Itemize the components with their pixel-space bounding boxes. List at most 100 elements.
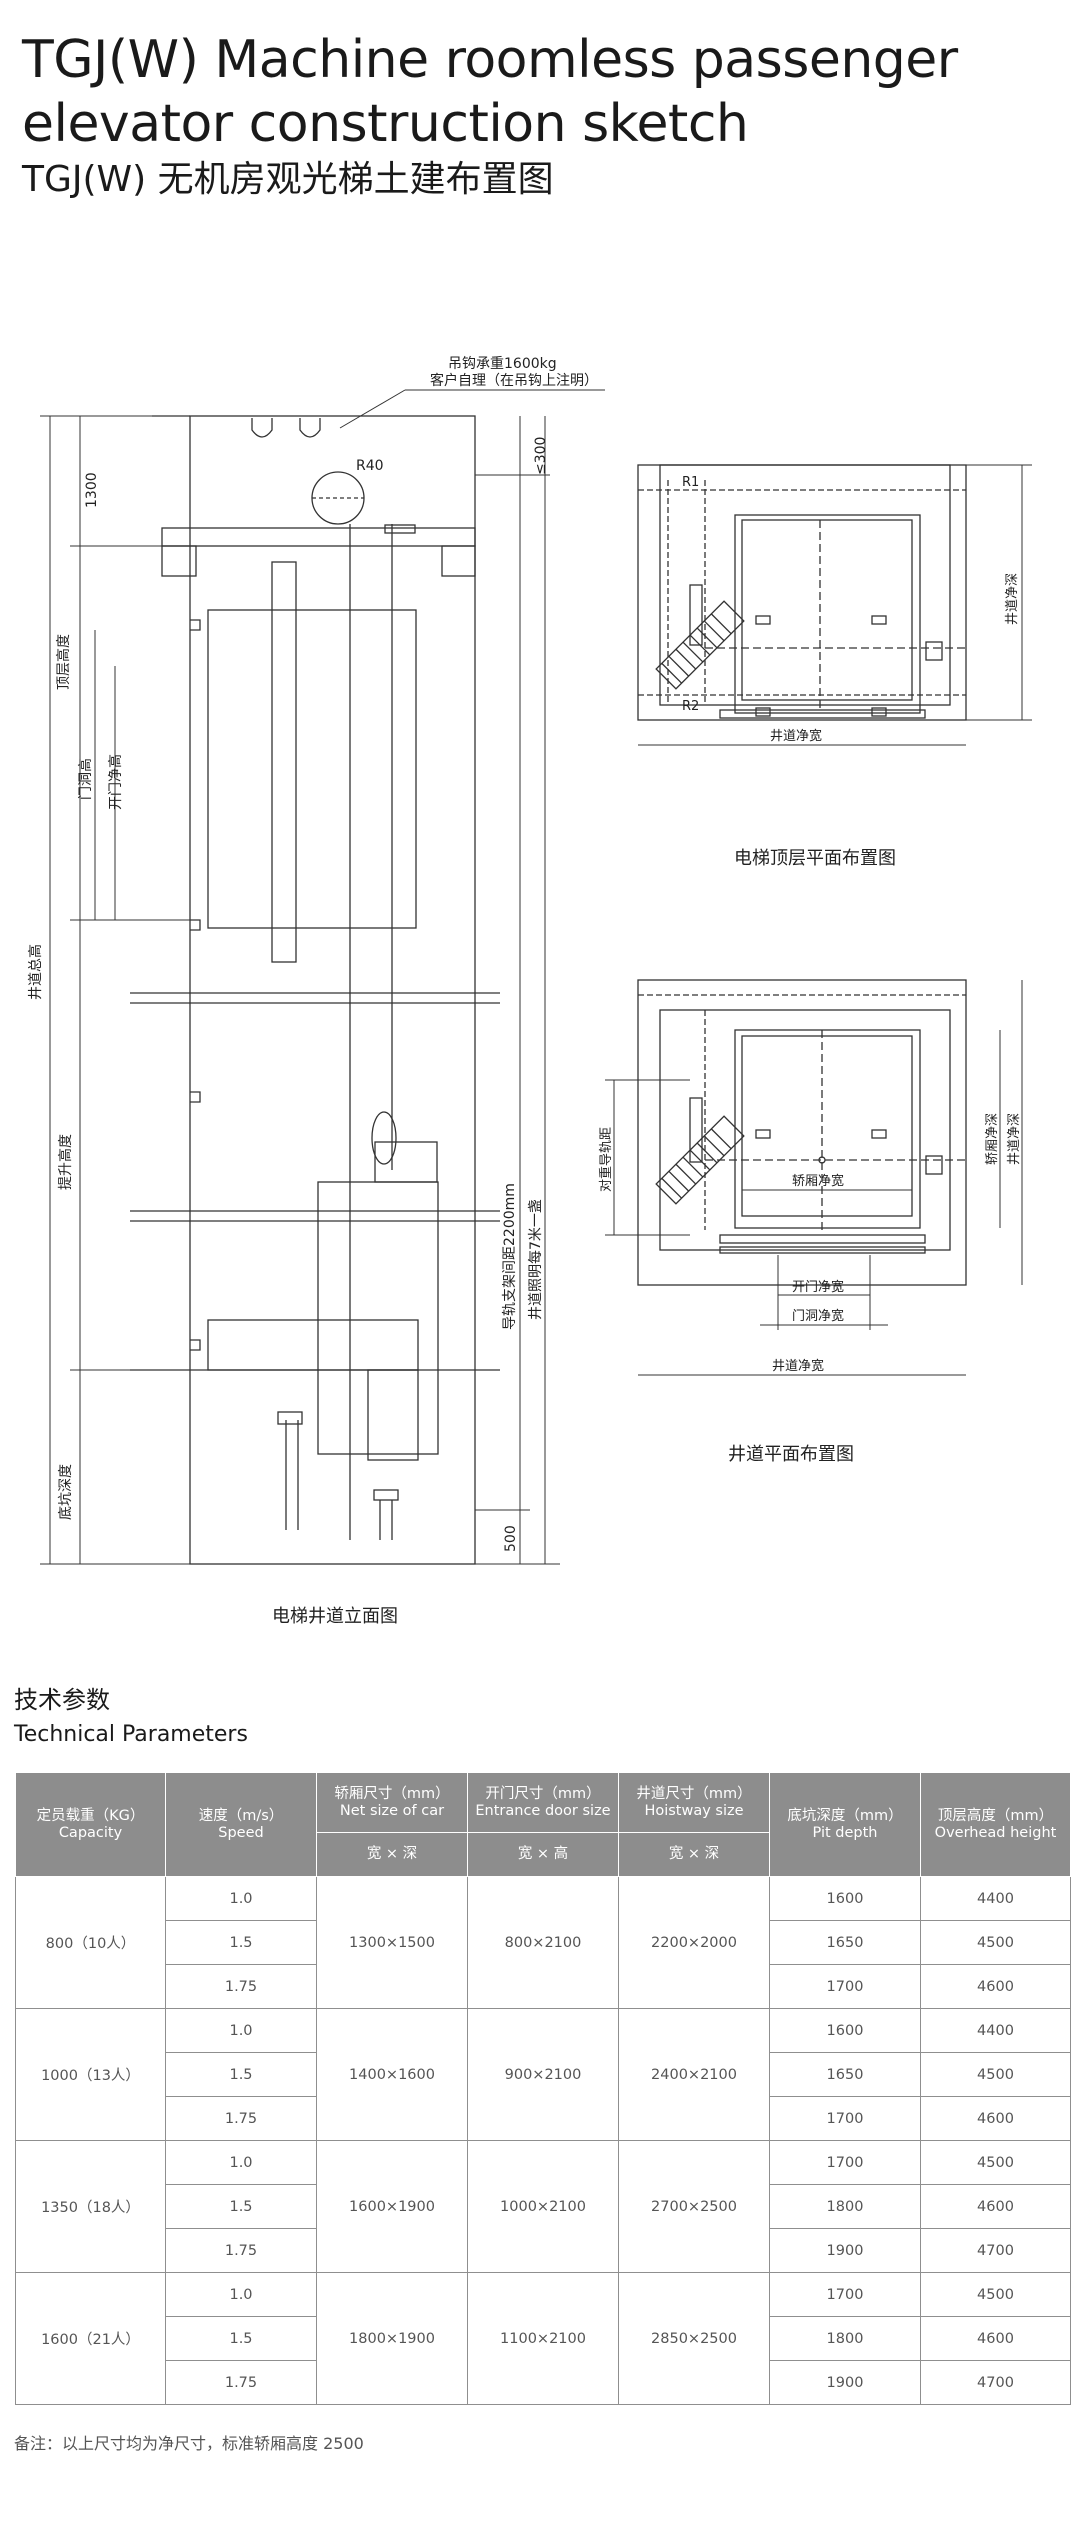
header-speed-cn: 速度（m/s）: [198, 1807, 284, 1824]
dim-500: 500: [503, 1525, 519, 1552]
shaft-plan-door-opening-width: 门洞净宽: [792, 1308, 844, 1324]
header-pit-cn: 底坑深度（mm）: [787, 1807, 903, 1824]
shaft-plan-caption: 井道平面布置图: [728, 1444, 854, 1465]
speed-cell: 1.0: [165, 1876, 317, 1921]
hook-note-line2: 客户自理（在吊钩上注明）: [430, 372, 598, 389]
label-door-clear-height: 开门净高: [107, 754, 124, 810]
technical-parameters-table: 定员载重（KG） Capacity 速度（m/s） Speed 轿厢尺寸（mm）…: [15, 1772, 1071, 2405]
page-title: TGJ(W) Machine roomless passenger elevat…: [22, 28, 958, 156]
header-capacity-cn: 定员载重（KG）: [36, 1807, 145, 1824]
elevation-drawing: [40, 389, 605, 1565]
params-heading-cn: 技术参数: [14, 1686, 110, 1714]
speed-cell: 1.5: [165, 2316, 317, 2361]
car-size-cell: 1600×1900: [316, 2140, 468, 2273]
title-en-line2: elevator construction sketch: [22, 94, 749, 154]
overhead-height-cell: 4600: [920, 2096, 1071, 2141]
capacity-cell: 800（10人）: [15, 1876, 166, 2009]
elevation-labels: 吊钩承重1600kg 客户自理（在吊钩上注明） R40 1300 ≤300 顶层…: [27, 356, 598, 1627]
dim-1300: 1300: [84, 472, 100, 508]
speed-cell: 1.5: [165, 2184, 317, 2229]
header-pit-en: Pit depth: [812, 1824, 878, 1841]
label-travel-height: 提升高度: [57, 1134, 74, 1190]
dim-le300: ≤300: [533, 437, 549, 475]
overhead-height-cell: 4700: [920, 2360, 1071, 2405]
header-door-en: Entrance door size: [475, 1802, 611, 1819]
pit-depth-cell: 1700: [769, 2272, 921, 2317]
overhead-height-cell: 4500: [920, 2052, 1071, 2097]
pit-depth-cell: 1600: [769, 1876, 921, 1921]
label-door-opening-height: 门洞高: [77, 758, 94, 800]
label-r2: R2: [682, 699, 699, 714]
shaft-plan-car-depth: 轿厢净深: [985, 1113, 1000, 1165]
label-top-height: 顶层高度: [55, 634, 72, 690]
page-title-cn: TGJ(W) 无机房观光梯土建布置图: [22, 159, 554, 200]
overhead-height-cell: 4400: [920, 2008, 1071, 2053]
pit-depth-cell: 1650: [769, 1920, 921, 1965]
title-en-line1: TGJ(W) Machine roomless passenger: [22, 30, 958, 90]
pit-depth-cell: 1600: [769, 2008, 921, 2053]
header-car-en: Net size of car: [339, 1802, 445, 1819]
header-capacity: 定员载重（KG） Capacity: [15, 1772, 166, 1877]
shaft-plan-labels: 对重导轨距 轿厢净深 井道净深 轿厢净宽 开门净宽 门洞净宽 井道净宽 井道平面…: [598, 1113, 1022, 1465]
capacity-cell: 1350（18人）: [15, 2140, 166, 2273]
header-hoistway-cn: 井道尺寸（mm）: [636, 1785, 752, 1802]
header-speed: 速度（m/s） Speed: [165, 1772, 317, 1877]
overhead-height-cell: 4400: [920, 1876, 1071, 1921]
header-door: 开门尺寸（mm） Entrance door size: [467, 1772, 619, 1833]
overhead-height-cell: 4500: [920, 2140, 1071, 2185]
capacity-cell: 1600（21人）: [15, 2272, 166, 2405]
speed-cell: 1.75: [165, 1964, 317, 2009]
header-car-cn: 轿厢尺寸（mm）: [334, 1785, 450, 1802]
speed-cell: 1.0: [165, 2140, 317, 2185]
shaft-plan-door-clear-width: 开门净宽: [792, 1279, 844, 1295]
top-plan-labels: R1 R2 井道净深 井道净宽 电梯顶层平面布置图: [682, 475, 1020, 869]
pit-depth-cell: 1650: [769, 2052, 921, 2097]
header-overhead-cn: 顶层高度（mm）: [937, 1807, 1054, 1824]
top-plan-shaft-width: 井道净宽: [770, 728, 822, 744]
pit-depth-cell: 1700: [769, 1964, 921, 2009]
overhead-height-cell: 4600: [920, 2316, 1071, 2361]
overhead-height-cell: 4600: [920, 1964, 1071, 2009]
hoistway-size-cell: 2400×2100: [618, 2008, 770, 2141]
header-car: 轿厢尺寸（mm） Net size of car: [316, 1772, 468, 1833]
pit-depth-cell: 1700: [769, 2140, 921, 2185]
speed-cell: 1.75: [165, 2360, 317, 2405]
door-size-cell: 800×2100: [467, 1876, 619, 2009]
speed-cell: 1.0: [165, 2272, 317, 2317]
header-hoistway: 井道尺寸（mm） Hoistway size: [618, 1772, 770, 1833]
overhead-height-cell: 4500: [920, 2272, 1071, 2317]
pit-depth-cell: 1900: [769, 2228, 921, 2273]
hoistway-size-cell: 2850×2500: [618, 2272, 770, 2405]
overhead-height-cell: 4500: [920, 1920, 1071, 1965]
params-heading-en: Technical Parameters: [14, 1722, 248, 1747]
car-size-cell: 1400×1600: [316, 2008, 468, 2141]
car-size-cell: 1800×1900: [316, 2272, 468, 2405]
header-hoistway-en: Hoistway size: [644, 1802, 744, 1819]
subheader-hoistway: 宽 × 深: [618, 1832, 770, 1877]
header-speed-en: Speed: [218, 1824, 264, 1841]
top-plan-shaft-depth: 井道净深: [1005, 573, 1020, 625]
pit-depth-cell: 1800: [769, 2184, 921, 2229]
door-size-cell: 900×2100: [467, 2008, 619, 2141]
car-size-cell: 1300×1500: [316, 1876, 468, 2009]
speed-cell: 1.5: [165, 2052, 317, 2097]
header-overhead: 顶层高度（mm） Overhead height: [920, 1772, 1071, 1877]
pit-depth-cell: 1700: [769, 2096, 921, 2141]
subheader-car: 宽 × 深: [316, 1832, 468, 1877]
overhead-height-cell: 4600: [920, 2184, 1071, 2229]
pit-depth-cell: 1900: [769, 2360, 921, 2405]
shaft-plan-cw-rail: 对重导轨距: [598, 1127, 614, 1192]
footnote: 备注：以上尺寸均为净尺寸，标准轿厢高度 2500: [14, 2434, 364, 2453]
shaft-plan-drawing: [605, 979, 1023, 1376]
